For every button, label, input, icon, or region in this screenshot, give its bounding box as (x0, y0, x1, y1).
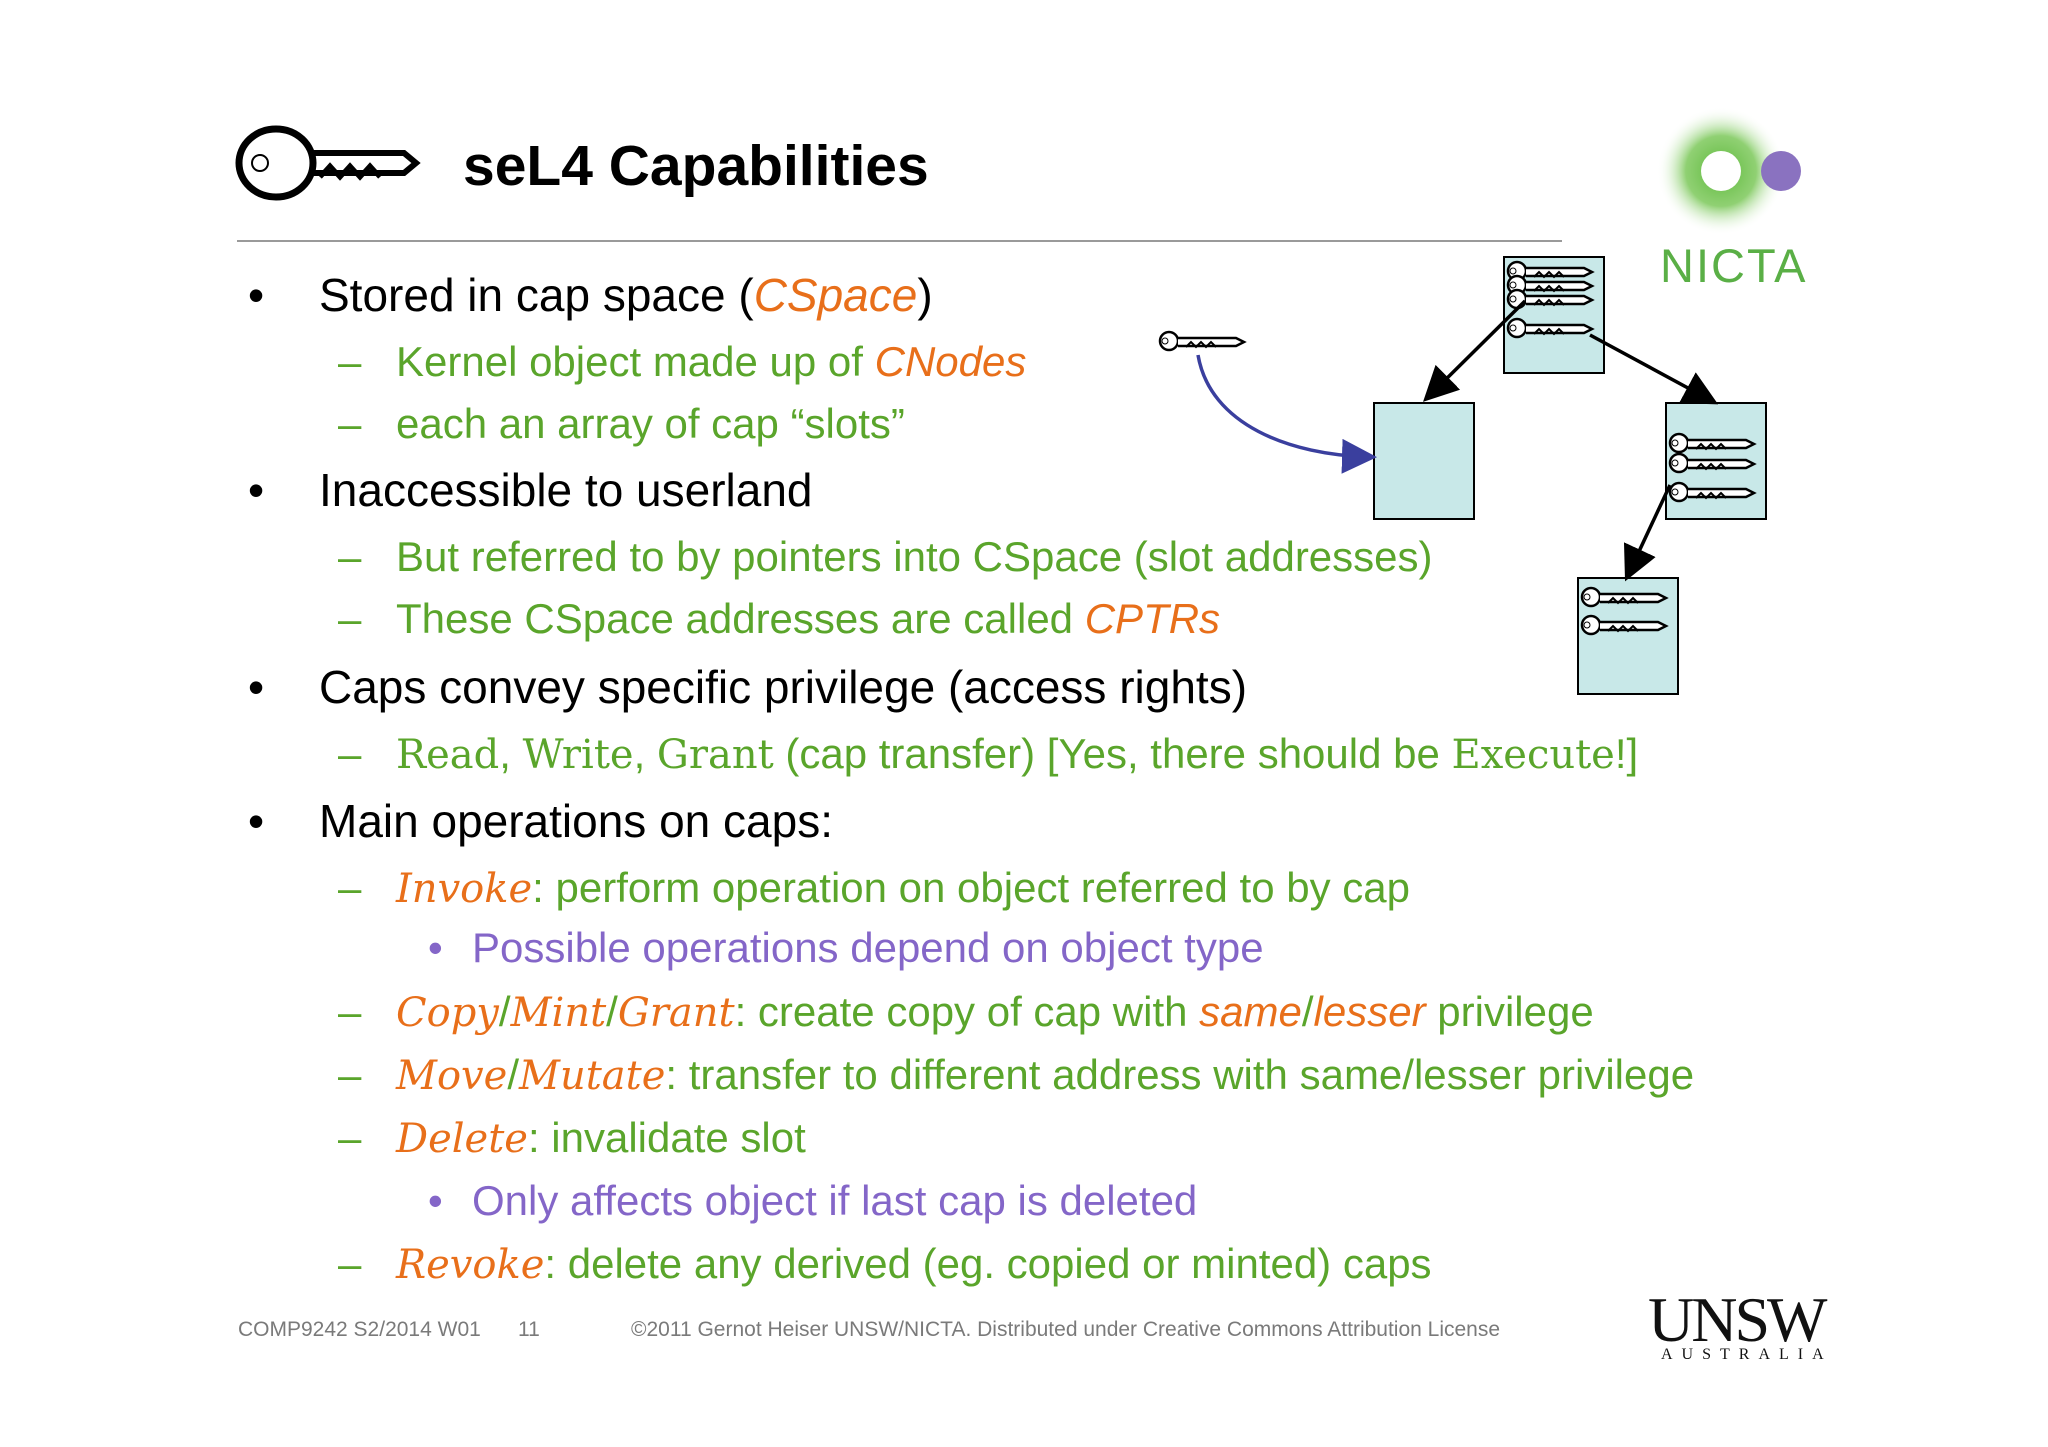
bullet-dot: • (248, 661, 265, 713)
dash: – (338, 988, 362, 1035)
bullet-dot: • (248, 795, 265, 847)
footer-course: COMP9242 S2/2014 W01 (238, 1318, 481, 1341)
title-divider (237, 240, 1562, 242)
key-icon (235, 125, 421, 201)
dash: – (338, 338, 362, 385)
bullet-dot: • (428, 1177, 443, 1224)
footer-page-number: 11 (518, 1318, 540, 1341)
dash: – (338, 1114, 362, 1161)
unsw-logo-australia: AUSTRALIA (1661, 1346, 1833, 1363)
dash: – (338, 400, 362, 447)
cspace-diagram (1158, 256, 1767, 695)
dash: – (338, 730, 362, 777)
dash: – (338, 533, 362, 580)
bullet-dot: • (248, 269, 265, 321)
bullet-dot: • (248, 464, 265, 516)
dash: – (338, 595, 362, 642)
dash: – (338, 1240, 362, 1287)
unsw-logo: UNSW (1648, 1284, 1827, 1355)
dash: – (338, 864, 362, 911)
footer-copyright: ©2011 Gernot Heiser UNSW/NICTA. Distribu… (631, 1318, 1501, 1341)
cnode-empty (1373, 402, 1475, 520)
nicta-logo-text: NICTA (1660, 239, 1808, 292)
nicta-logo (1657, 107, 1801, 235)
page-title: seL4 Capabilities (463, 134, 929, 198)
dash: – (338, 1051, 362, 1098)
bullet-dot: • (428, 924, 443, 971)
